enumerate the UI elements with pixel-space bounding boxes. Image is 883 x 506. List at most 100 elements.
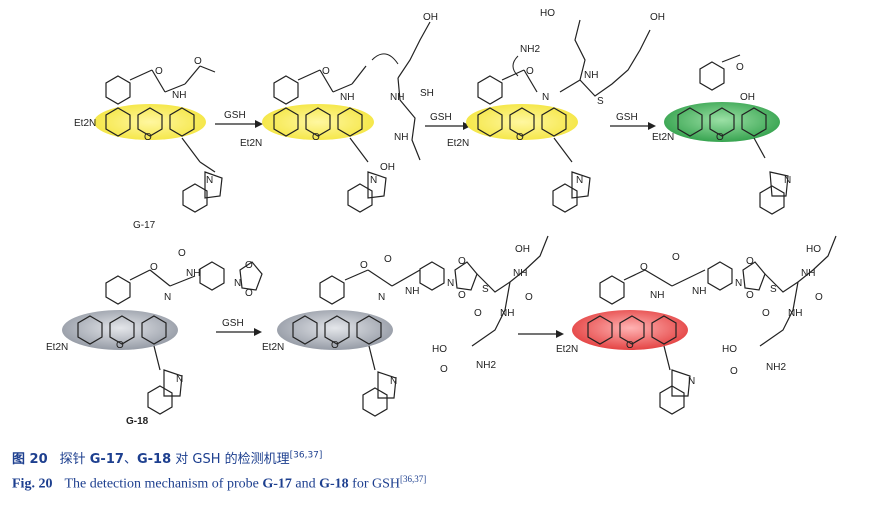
atom-oh: OH	[740, 92, 755, 103]
atom-ho: HO	[540, 8, 555, 19]
atom-ho: HO	[806, 244, 821, 255]
atom-oh: OH	[650, 12, 665, 23]
atom-o: O	[736, 62, 744, 73]
atom-s: S	[482, 284, 489, 295]
atom-o: O	[440, 364, 448, 375]
atom-n: N	[390, 376, 397, 387]
atom-nh: NH	[186, 268, 200, 279]
caption-en-and: and	[291, 476, 320, 492]
atom-n: N	[542, 92, 549, 103]
atom-o: O	[730, 366, 738, 377]
caption-cn-text-before: 探针	[59, 452, 90, 467]
atom-ho: HO	[432, 344, 447, 355]
caption-en-probe1: G-17	[262, 476, 292, 492]
molecule-thioether-intermediate: O N O Et2N NH2 HO OH NH S N	[447, 8, 665, 213]
caption-cn-sep: 、	[123, 452, 137, 467]
caption-en-label: Fig. 20	[12, 476, 53, 492]
atom-o: O	[150, 262, 158, 273]
reagent-gsh: GSH	[616, 112, 638, 123]
atom-o: O	[672, 252, 680, 263]
atom-o: O	[144, 132, 152, 143]
atom-o: O	[815, 292, 823, 303]
molecule-g18: O N NH O O O N O Et2N N G-18	[46, 248, 263, 427]
atom-o: O	[245, 260, 253, 271]
reaction-scheme-figure: O NH O O Et2N N G-17 GSH O NH O Et2N OH	[46, 8, 837, 427]
caption-cn-ref: [36,37]	[289, 450, 323, 461]
atom-o: O	[746, 256, 754, 267]
atom-oh: OH	[515, 244, 530, 255]
atom-o: O	[194, 56, 202, 67]
atom-et2n: Et2N	[240, 138, 262, 149]
atom-nh: NH	[513, 268, 527, 279]
atom-nh2: NH2	[520, 44, 540, 55]
caption-cn-probe2: G-18	[136, 452, 172, 467]
atom-n: N	[378, 292, 385, 303]
reaction-arrow	[518, 330, 564, 338]
atom-s: S	[770, 284, 777, 295]
caption-en-ref: [36,37]	[400, 474, 427, 484]
atom-sh: SH	[420, 88, 434, 99]
atom-nh: NH	[500, 308, 514, 319]
xanthene-highlight-yellow	[94, 104, 206, 140]
atom-o: O	[640, 262, 648, 273]
atom-et2n: Et2N	[46, 342, 68, 353]
xanthene-highlight-gray	[62, 310, 178, 350]
molecule-green-product: O OH O Et2N N	[652, 54, 791, 215]
caption-cn-probe1: G-17	[89, 452, 124, 467]
atom-n: N	[176, 374, 183, 385]
atom-o: O	[458, 290, 466, 301]
xanthene-highlight-red	[572, 310, 688, 350]
atom-nh: NH	[584, 70, 598, 81]
atom-nh: NH	[692, 286, 706, 297]
atom-nh2: NH2	[766, 362, 786, 373]
atom-et2n: Et2N	[652, 132, 674, 143]
atom-n: N	[370, 175, 377, 186]
atom-et2n: Et2N	[262, 342, 284, 353]
atom-o: O	[474, 308, 482, 319]
atom-o: O	[762, 308, 770, 319]
compound-label-g18: G-18	[126, 416, 149, 427]
atom-nh: NH	[650, 290, 664, 301]
atom-oh: OH	[423, 12, 438, 23]
atom-nh: NH	[390, 92, 404, 103]
reaction-scheme-svg: O NH O O Et2N N G-17 GSH O NH O Et2N OH	[46, 8, 837, 427]
reagent-gsh: GSH	[430, 112, 452, 123]
xanthene-highlight-green	[664, 102, 780, 142]
atom-n: N	[164, 292, 171, 303]
atom-nh: NH	[788, 308, 802, 319]
atom-o: O	[360, 260, 368, 271]
atom-o: O	[458, 256, 466, 267]
atom-et2n: Et2N	[447, 138, 469, 149]
molecule-red-product: O NH NH O N O O S NH HO O NH O HO NH2 O …	[556, 235, 837, 415]
molecule-g17: O NH O O Et2N N G-17	[74, 56, 223, 231]
atom-o: O	[178, 248, 186, 259]
reaction-arrow: GSH	[425, 112, 471, 130]
atom-nh: NH	[340, 92, 354, 103]
reagent-gsh: GSH	[224, 110, 246, 121]
atom-n: N	[735, 278, 742, 289]
atom-nh: NH	[801, 268, 815, 279]
molecule-g18-gsh-adduct: O N NH O N O O S NH OH O NH O HO NH2 O O…	[262, 235, 549, 417]
xanthene-highlight-gray	[277, 310, 393, 350]
atom-nh: NH	[172, 90, 186, 101]
xanthene-highlight-yellow	[262, 104, 374, 140]
atom-o: O	[116, 340, 124, 351]
caption-en-probe2: G-18	[319, 476, 349, 492]
compound-label-g17: G-17	[133, 220, 156, 231]
reaction-arrow: GSH	[610, 112, 656, 130]
atom-o: O	[525, 292, 533, 303]
atom-n: N	[576, 175, 583, 186]
atom-o: O	[331, 340, 339, 351]
atom-o: O	[716, 132, 724, 143]
atom-o: O	[384, 254, 392, 265]
atom-n: N	[784, 175, 791, 186]
atom-n: N	[234, 278, 241, 289]
atom-o: O	[312, 132, 320, 143]
atom-n: N	[447, 278, 454, 289]
atom-o: O	[626, 340, 634, 351]
atom-nh: NH	[405, 286, 419, 297]
atom-o: O	[322, 66, 330, 77]
atom-et2n: Et2N	[74, 118, 96, 129]
molecule-g17-gsh-adduct: O NH O Et2N OH SH NH NH OH N	[240, 12, 438, 213]
